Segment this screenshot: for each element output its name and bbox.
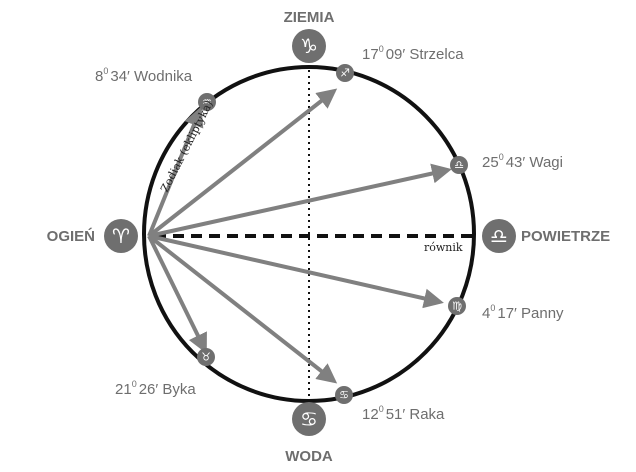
capricorn-icon: ♑	[300, 34, 318, 58]
arrow-raka	[147, 234, 338, 384]
virgo-icon: ♍	[452, 300, 462, 313]
position-rest: 43′ Wagi	[506, 154, 563, 171]
arrow-strzelca	[147, 88, 338, 238]
aquarius-icon: ♒	[202, 96, 212, 109]
position-rest: 51′ Raka	[386, 406, 445, 423]
cancer-icon: ♋	[339, 389, 349, 402]
sign-badge-byka: ♉	[197, 348, 215, 366]
sign-badge-panny: ♍	[448, 297, 466, 315]
sign-badge-strzelca: ♐	[336, 64, 354, 82]
position-rest: 26′ Byka	[139, 381, 197, 398]
degree-sign: 0	[379, 404, 384, 414]
position-rest: 09′ Strzelca	[386, 46, 465, 63]
element-badge-ogien: ♈	[104, 219, 138, 253]
element-badge-ziemia: ♑	[292, 29, 326, 63]
element-label-ziemia: ZIEMIA	[284, 9, 335, 26]
element-label-woda: WODA	[285, 448, 333, 465]
arrow-wagi	[148, 163, 452, 238]
taurus-icon: ♉	[201, 351, 211, 364]
position-degree: 21	[115, 381, 132, 398]
libra-icon: ♎	[454, 159, 464, 172]
libra-icon: ♎	[490, 224, 508, 248]
position-rest: 17′ Panny	[497, 305, 564, 322]
arrow-byka	[147, 235, 207, 354]
element-label-powietrze: POWIETRZE	[521, 228, 610, 245]
arrow-panny	[148, 234, 444, 309]
position-degree: 17	[362, 46, 379, 63]
aries-icon: ♈	[112, 224, 130, 248]
sign-badge-wagi: ♎	[450, 156, 468, 174]
degree-sign: 0	[490, 303, 495, 313]
cancer-icon: ♋	[300, 407, 318, 431]
degree-sign: 0	[103, 66, 108, 76]
degree-sign: 0	[499, 152, 504, 162]
position-degree: 8	[95, 68, 103, 85]
element-label-ogien: OGIEŃ	[47, 228, 95, 245]
sign-badge-raka: ♋	[335, 386, 353, 404]
equator-label: równik	[424, 241, 463, 254]
position-degree: 12	[362, 406, 379, 423]
degree-sign: 0	[379, 44, 384, 54]
element-badge-powietrze: ♎	[482, 219, 516, 253]
sagittarius-icon: ♐	[340, 67, 350, 80]
ecliptic-circle	[142, 65, 476, 403]
arrow-wodnika	[147, 106, 204, 237]
degree-sign: 0	[132, 379, 137, 389]
sign-badge-wodnika: ♒	[198, 93, 216, 111]
position-degree: 25	[482, 154, 499, 171]
position-degree: 4	[482, 305, 490, 322]
position-rest: 34′ Wodnika	[110, 68, 192, 85]
arrows	[147, 88, 452, 384]
element-badge-woda: ♋	[292, 402, 326, 436]
